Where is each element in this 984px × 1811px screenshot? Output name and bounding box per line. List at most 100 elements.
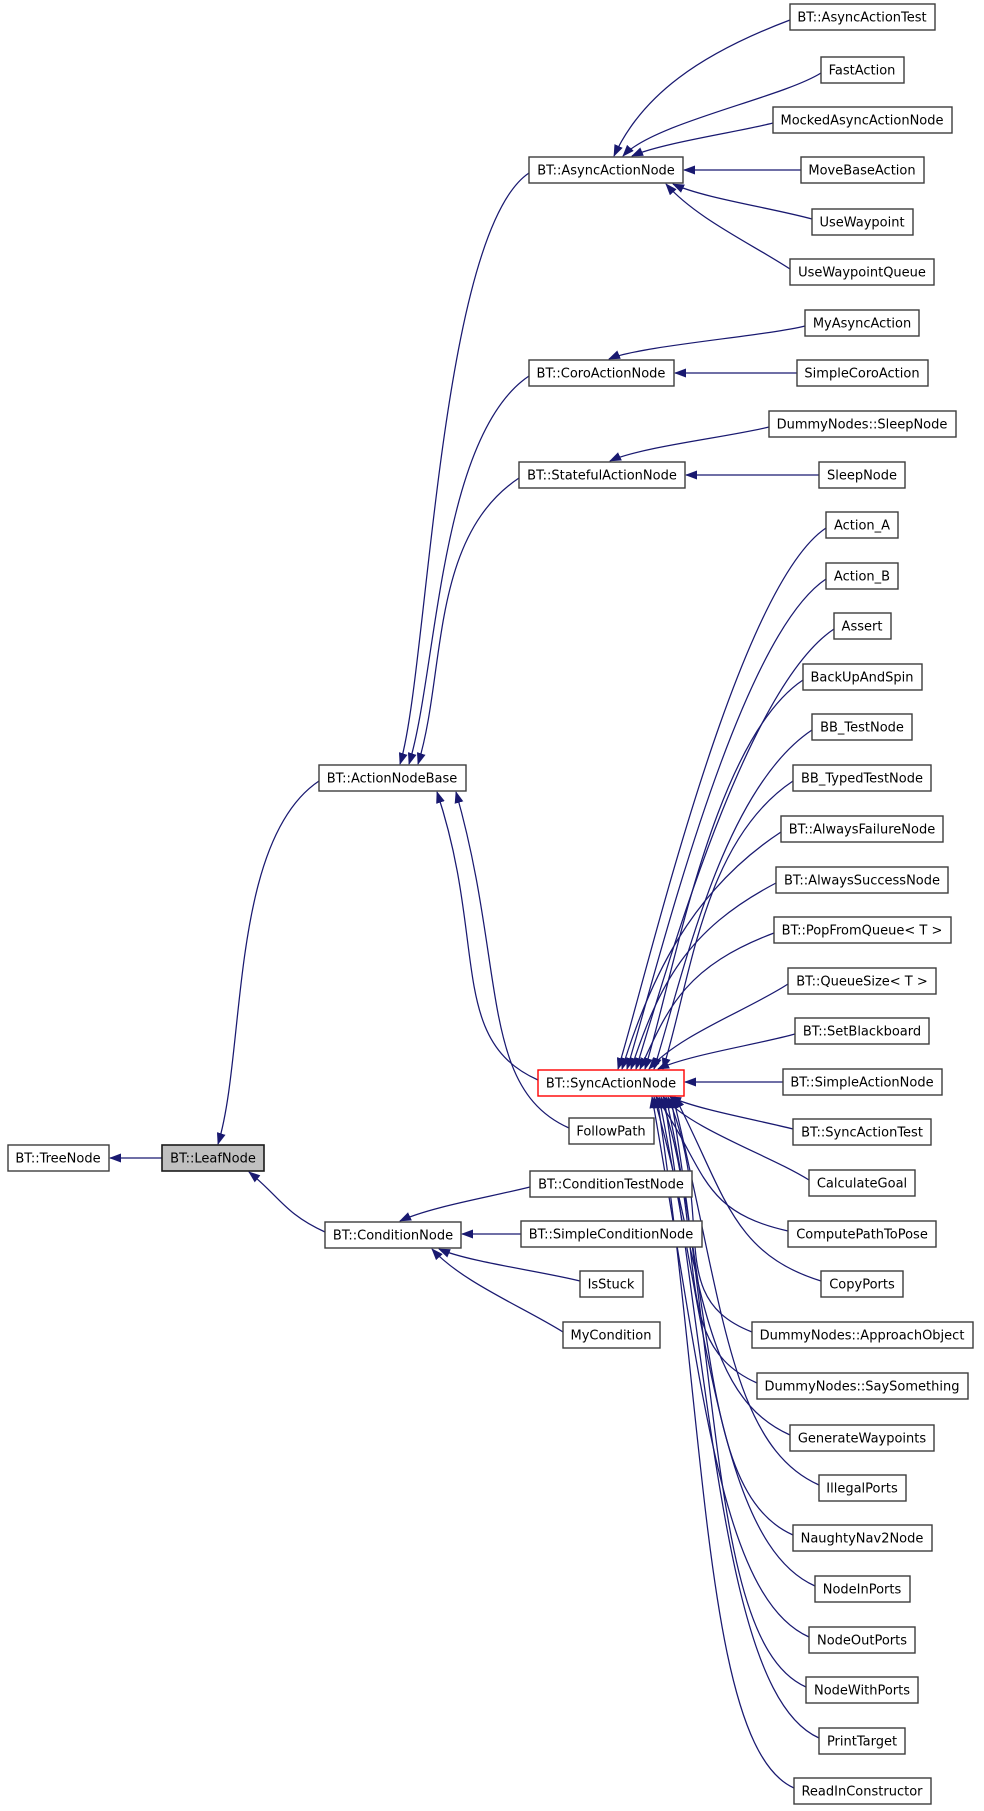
class-node-simplecoroaction[interactable]: SimpleCoroAction (796, 359, 929, 387)
class-node-bt-conditionnode[interactable]: BT::ConditionNode (324, 1221, 462, 1249)
class-node-box[interactable] (518, 461, 686, 489)
class-node-usewaypointqueue[interactable]: UseWaypointQueue (789, 258, 935, 286)
class-node-box[interactable] (562, 1321, 661, 1349)
class-node-box[interactable] (161, 1144, 265, 1172)
class-node-box[interactable] (780, 815, 944, 843)
class-node-box[interactable] (789, 258, 935, 286)
class-node-mockedasyncactionnode[interactable]: MockedAsyncActionNode (772, 106, 953, 134)
class-node-box[interactable] (768, 410, 957, 438)
class-node-box[interactable] (808, 1169, 916, 1197)
class-node-bt-actionnodebase[interactable]: BT::ActionNodeBase (318, 764, 467, 792)
class-node-followpath[interactable]: FollowPath (568, 1117, 655, 1145)
class-node-bt-syncactionnode[interactable]: BT::SyncActionNode (537, 1069, 685, 1097)
class-node-action-b[interactable]: Action_B (825, 562, 899, 590)
class-node-box[interactable] (787, 1220, 937, 1248)
class-node-box[interactable] (804, 309, 920, 337)
class-node-label: NodeOutPorts (817, 1634, 907, 1649)
class-node-dummynodes-approachobject[interactable]: DummyNodes::ApproachObject (751, 1321, 974, 1349)
class-node-bt-treenode[interactable]: BT::TreeNode (7, 1144, 110, 1172)
class-node-box[interactable] (811, 208, 914, 236)
class-node-bt-syncactiontest[interactable]: BT::SyncActionTest (792, 1118, 932, 1146)
class-node-box[interactable] (793, 1777, 932, 1805)
class-node-box[interactable] (789, 3, 936, 31)
class-node-box[interactable] (318, 764, 467, 792)
class-node-box[interactable] (789, 1424, 935, 1452)
class-node-copyports[interactable]: CopyPorts (820, 1270, 904, 1298)
class-node-box[interactable] (825, 562, 899, 590)
class-node-computepathtopose[interactable]: ComputePathToPose (787, 1220, 937, 1248)
class-node-naughtynav2node[interactable]: NaughtyNav2Node (792, 1524, 933, 1552)
class-node-box[interactable] (794, 1017, 930, 1045)
class-node-box[interactable] (814, 1575, 911, 1603)
class-node-box[interactable] (520, 1220, 703, 1248)
class-node-movebaseaction[interactable]: MoveBaseAction (800, 156, 925, 184)
class-node-bb-typedtestnode[interactable]: BB_TypedTestNode (792, 764, 932, 792)
class-node-box[interactable] (528, 156, 684, 184)
class-node-generatewaypoints[interactable]: GenerateWaypoints (789, 1424, 935, 1452)
class-node-box[interactable] (537, 1069, 685, 1097)
class-node-box[interactable] (792, 1118, 932, 1146)
class-node-bt-alwaysfailurenode[interactable]: BT::AlwaysFailureNode (780, 815, 944, 843)
class-node-assert[interactable]: Assert (833, 612, 892, 640)
class-node-box[interactable] (773, 916, 952, 944)
class-node-box[interactable] (818, 1474, 907, 1502)
class-node-bt-queuesize[interactable]: BT::QueueSize< T > (787, 967, 937, 995)
class-node-box[interactable] (792, 1524, 933, 1552)
class-node-box[interactable] (324, 1221, 462, 1249)
class-node-nodeoutports[interactable]: NodeOutPorts (808, 1626, 916, 1654)
class-node-box[interactable] (787, 967, 937, 995)
class-node-box[interactable] (579, 1270, 644, 1298)
class-node-box[interactable] (800, 156, 925, 184)
class-node-box[interactable] (775, 866, 949, 894)
class-node-bt-asyncactiontest[interactable]: BT::AsyncActionTest (789, 3, 936, 31)
class-node-bt-setblackboard[interactable]: BT::SetBlackboard (794, 1017, 930, 1045)
class-node-bt-simpleconditionnode[interactable]: BT::SimpleConditionNode (520, 1220, 703, 1248)
class-node-box[interactable] (792, 764, 932, 792)
class-node-bb-testnode[interactable]: BB_TestNode (811, 713, 913, 741)
class-node-usewaypoint[interactable]: UseWaypoint (811, 208, 914, 236)
class-node-bt-leafnode[interactable]: BT::LeafNode (161, 1144, 265, 1172)
class-node-dummynodes-sleepnode[interactable]: DummyNodes::SleepNode (768, 410, 957, 438)
class-node-mycondition[interactable]: MyCondition (562, 1321, 661, 1349)
class-node-myasyncaction[interactable]: MyAsyncAction (804, 309, 920, 337)
class-node-box[interactable] (528, 359, 675, 387)
class-node-action-a[interactable]: Action_A (825, 511, 899, 539)
class-node-calculategoal[interactable]: CalculateGoal (808, 1169, 916, 1197)
class-node-bt-popfromqueue[interactable]: BT::PopFromQueue< T > (773, 916, 952, 944)
class-node-label: IsStuck (588, 1278, 635, 1293)
class-node-nodeinports[interactable]: NodeInPorts (814, 1575, 911, 1603)
class-node-box[interactable] (805, 1676, 919, 1704)
class-node-readinconstructor[interactable]: ReadInConstructor (793, 1777, 932, 1805)
class-node-nodewithports[interactable]: NodeWithPorts (805, 1676, 919, 1704)
class-node-box[interactable] (820, 56, 905, 84)
class-node-box[interactable] (811, 713, 913, 741)
class-node-backupandspin[interactable]: BackUpAndSpin (802, 663, 923, 691)
class-node-box[interactable] (782, 1068, 943, 1096)
class-node-box[interactable] (772, 106, 953, 134)
class-node-bt-asyncactionnode[interactable]: BT::AsyncActionNode (528, 156, 684, 184)
class-node-bt-alwayssuccessnode[interactable]: BT::AlwaysSuccessNode (775, 866, 949, 894)
class-node-box[interactable] (529, 1170, 693, 1198)
class-node-box[interactable] (7, 1144, 110, 1172)
class-node-box[interactable] (833, 612, 892, 640)
class-node-printtarget[interactable]: PrintTarget (818, 1727, 906, 1755)
class-node-dummynodes-saysomething[interactable]: DummyNodes::SaySomething (756, 1372, 969, 1400)
class-node-bt-coroactionnode[interactable]: BT::CoroActionNode (528, 359, 675, 387)
class-node-bt-simpleactionnode[interactable]: BT::SimpleActionNode (782, 1068, 943, 1096)
class-node-box[interactable] (796, 359, 929, 387)
class-node-box[interactable] (820, 1270, 904, 1298)
class-node-box[interactable] (825, 511, 899, 539)
class-node-bt-statefulactionnode[interactable]: BT::StatefulActionNode (518, 461, 686, 489)
class-node-illegalports[interactable]: IllegalPorts (818, 1474, 907, 1502)
class-node-isstuck[interactable]: IsStuck (579, 1270, 644, 1298)
class-node-box[interactable] (751, 1321, 974, 1349)
class-node-box[interactable] (568, 1117, 655, 1145)
class-node-box[interactable] (802, 663, 923, 691)
class-node-bt-conditiontestnode[interactable]: BT::ConditionTestNode (529, 1170, 693, 1198)
class-node-sleepnode[interactable]: SleepNode (818, 461, 906, 489)
class-node-box[interactable] (818, 1727, 906, 1755)
class-node-box[interactable] (818, 461, 906, 489)
class-node-box[interactable] (756, 1372, 969, 1400)
class-node-box[interactable] (808, 1626, 916, 1654)
class-node-fastaction[interactable]: FastAction (820, 56, 905, 84)
